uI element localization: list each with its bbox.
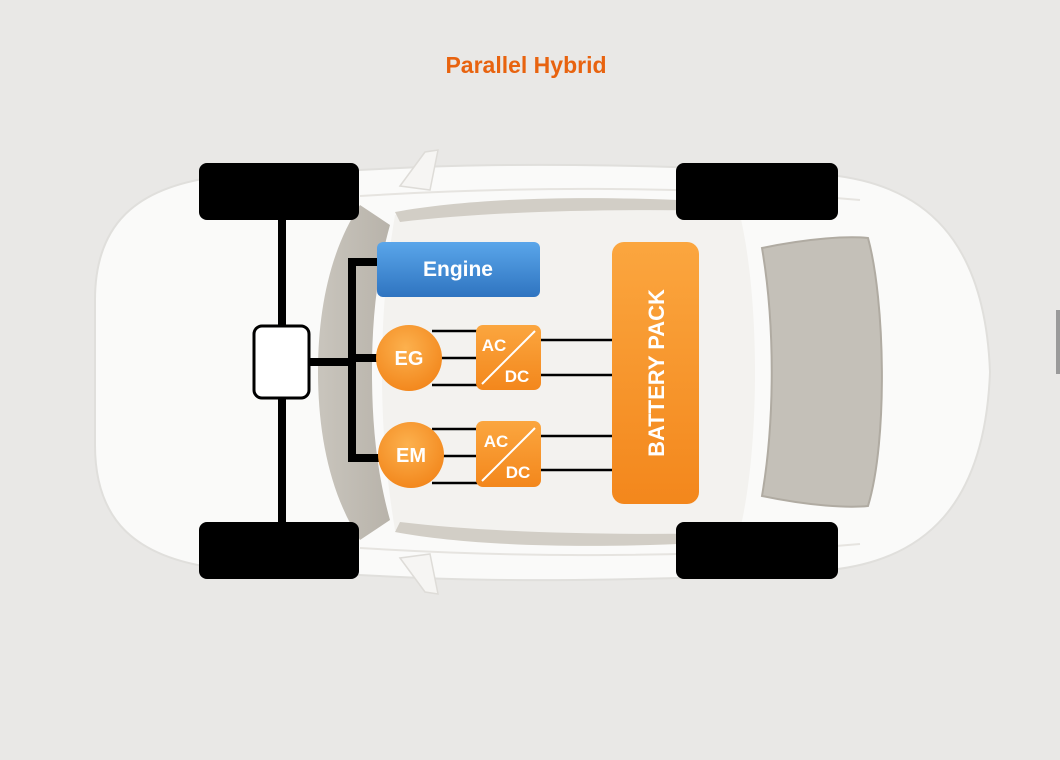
- mirror-top: [398, 149, 439, 191]
- transmission-box: [252, 324, 311, 400]
- converter-top-dc: DC: [505, 367, 530, 386]
- engine-label: Engine: [423, 258, 493, 281]
- engine-block: [377, 242, 540, 297]
- battery-pack: [612, 242, 699, 504]
- converter-bottom-dc: DC: [506, 463, 531, 482]
- diagram-title: Parallel Hybrid: [445, 52, 607, 78]
- rear-window: [760, 236, 883, 508]
- wheel-front-top: [199, 163, 359, 220]
- wheel-front-bottom: [199, 522, 359, 579]
- wheel-rear-bottom: [676, 522, 838, 579]
- electrical-wires: [432, 329, 612, 485]
- motor-label: EM: [396, 445, 426, 467]
- motor-circle: [378, 422, 444, 488]
- generator-label: EG: [395, 348, 424, 370]
- mirror-bottom: [398, 553, 439, 595]
- page-edge-marker: [1056, 310, 1060, 374]
- wheel-rear-top: [676, 163, 838, 220]
- converter-top-ac: AC: [482, 336, 507, 355]
- generator-circle: [376, 325, 442, 391]
- battery-label: BATTERY PACK: [644, 289, 669, 457]
- converter-bottom-ac: AC: [484, 432, 509, 451]
